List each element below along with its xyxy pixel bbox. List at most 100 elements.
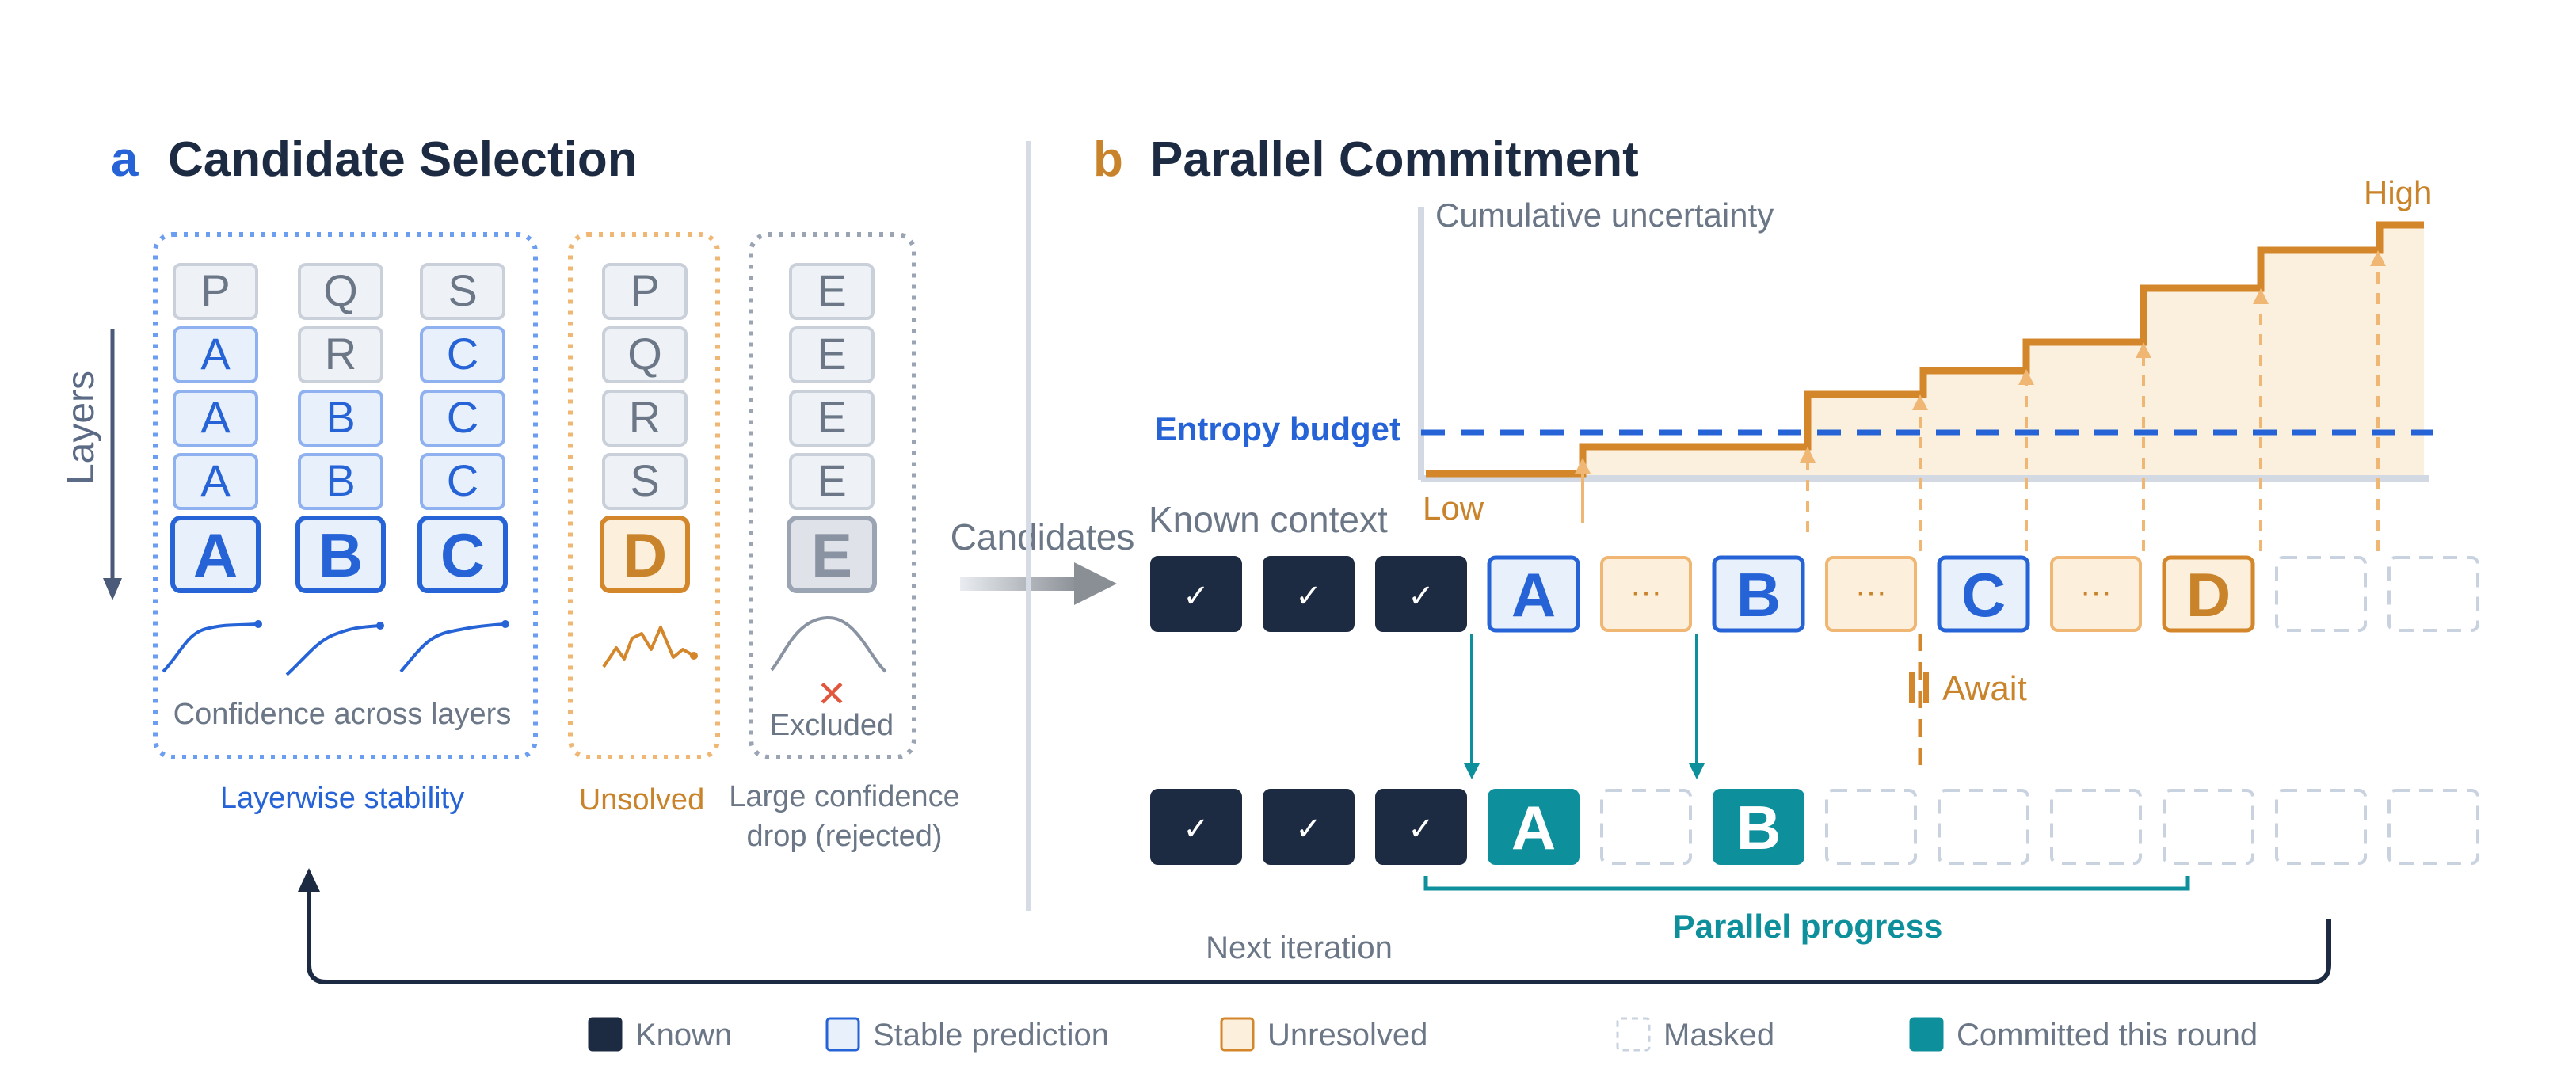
masked-token-box <box>2387 789 2479 865</box>
layer-token <box>173 263 258 320</box>
known-context-label: Known context <box>1149 499 1388 540</box>
unresolved-token-box <box>1600 556 1692 632</box>
legend-swatch <box>1220 1017 1255 1052</box>
committed-token: B <box>1713 789 1804 865</box>
masked-token-box <box>2163 789 2254 865</box>
panel-b-title: Parallel Commitment <box>1150 132 1639 187</box>
layer-token-label: C <box>447 392 478 442</box>
masked-token-box <box>1825 789 1917 865</box>
layer-token-label: A <box>200 392 231 442</box>
stable-token-label: B <box>1736 560 1781 630</box>
confidence-curves <box>162 615 887 676</box>
layer-token <box>173 453 258 510</box>
layer-token-label: A <box>200 329 231 379</box>
panel-a-letter: a <box>111 132 139 187</box>
stable-curve-a-end <box>254 620 262 628</box>
committed-token-box <box>1713 789 1804 865</box>
stable-curve-b <box>285 624 381 676</box>
uncertainty-step-line <box>1426 221 2424 478</box>
final-token-label: B <box>318 520 363 590</box>
layer-token-label: B <box>326 455 355 505</box>
unsolved-group-label: Unsolved <box>579 783 704 817</box>
layer-token-label: E <box>817 392 846 442</box>
layer-token <box>420 263 505 320</box>
layer-token-label: A <box>200 455 231 505</box>
legend-swatch <box>825 1017 860 1052</box>
uncertainty-axis-label: Cumulative uncertainty <box>1435 196 1774 234</box>
layer-token <box>789 326 875 383</box>
masked-token-box <box>2050 789 2142 865</box>
check-icon: ✓ <box>1183 579 1210 614</box>
known-token-box <box>1375 556 1467 632</box>
layer-token-label: R <box>629 392 661 442</box>
layer-token-label: S <box>630 455 659 505</box>
rejected-group-frame <box>749 232 916 760</box>
layer-token <box>420 390 505 447</box>
stable-token: B <box>1712 555 1805 633</box>
layer-token-label: E <box>817 455 846 505</box>
layer-token <box>789 453 875 510</box>
legend-item: Masked <box>1616 1017 1774 1053</box>
layer-token-label: B <box>326 392 355 442</box>
layer-token-label: P <box>630 265 659 315</box>
unsolved-curve <box>602 626 695 668</box>
stable-token-box <box>1712 555 1805 633</box>
masked-token <box>2050 789 2142 865</box>
high-label: High <box>2364 174 2432 211</box>
unresolved-token: ··· <box>2050 556 2142 632</box>
layer-token-label: E <box>817 265 846 315</box>
unresolved-token: ··· <box>1600 556 1692 632</box>
layer-token <box>173 390 258 447</box>
layers-arrow-head <box>103 578 122 600</box>
known-token: ✓ <box>1263 556 1355 632</box>
check-icon: ✓ <box>1408 579 1435 614</box>
entropy-budget-label: Entropy budget <box>1155 410 1400 447</box>
unresolved-token-box <box>1825 556 1917 632</box>
known-token: ✓ <box>1150 789 1242 865</box>
final-token <box>787 516 877 593</box>
final-token <box>295 516 386 593</box>
final-token <box>170 516 261 593</box>
layer-token <box>602 263 688 320</box>
stable-group-label: Layerwise stability <box>220 782 464 815</box>
excluded-label: Excluded <box>770 709 894 742</box>
layer-token-label: C <box>447 455 478 505</box>
committed-token-box <box>1488 789 1580 865</box>
masked-token <box>2275 556 2367 632</box>
final-token-label: D <box>623 520 667 590</box>
layer-token <box>420 326 505 383</box>
masked-token-box <box>1938 789 2029 865</box>
check-icon: ✓ <box>1408 812 1435 847</box>
legend-item: Known <box>588 1017 732 1053</box>
known-token-box <box>1375 789 1467 865</box>
known-token-box <box>1150 556 1242 632</box>
layer-token-label: S <box>448 265 477 315</box>
uncertainty-token-row: ✓✓✓A···B···C···D <box>1150 555 2479 633</box>
unsolved-curve-end <box>690 652 698 660</box>
next-iteration-label: Next iteration <box>1206 931 1393 965</box>
stable-token-box <box>1487 555 1580 633</box>
rejected-curve <box>770 615 887 673</box>
layer-token <box>420 453 505 510</box>
check-icon: ✓ <box>1183 812 1210 847</box>
check-icon: ✓ <box>1295 812 1322 847</box>
legend-label: Stable prediction <box>873 1018 1109 1053</box>
masked-token <box>2387 556 2479 632</box>
parallel-progress-bracket <box>1423 876 2190 891</box>
legend-item: Unresolved <box>1220 1017 1427 1053</box>
uncertainty-area <box>1426 225 2424 475</box>
uncertainty-connectors <box>1575 250 2386 551</box>
orange-final-token-label: D <box>2186 560 2231 630</box>
panel-a: a Candidate Selection Layers PAAAAQRBBBS… <box>60 132 1134 853</box>
layer-token <box>298 326 383 383</box>
layer-token <box>789 263 875 320</box>
masked-token <box>2387 789 2479 865</box>
candidates-arrow-shaft <box>960 577 1079 591</box>
panel-b: b Parallel Commitment Cumulative uncerta… <box>1093 132 2479 945</box>
